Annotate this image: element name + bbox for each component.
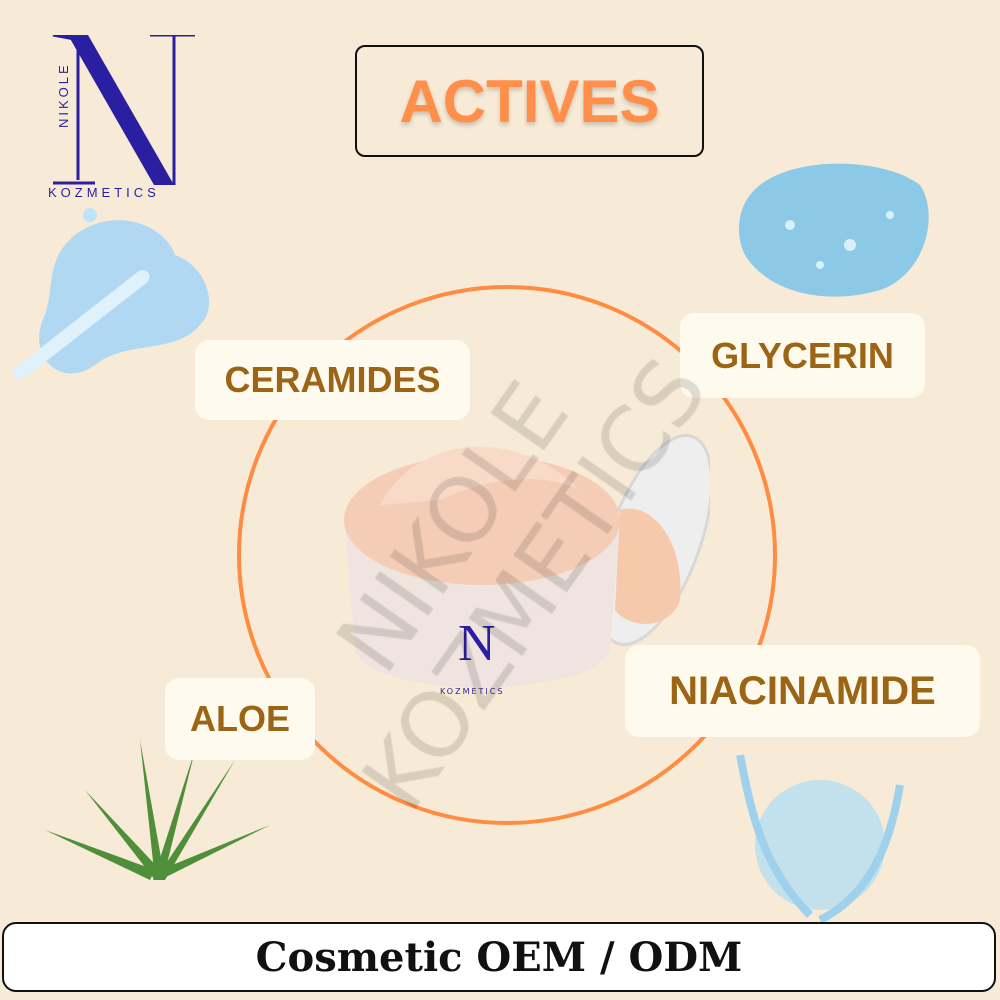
page-title: ACTIVES (399, 67, 660, 135)
title-box: ACTIVES (355, 45, 704, 157)
serum-dropper-image (12, 208, 210, 381)
label-ceramides: CERAMIDES (195, 340, 470, 420)
logo-bottom-text: KOZMETICS (48, 185, 160, 200)
label-glycerin: GLYCERIN (680, 313, 925, 398)
jar-logo: N (458, 615, 496, 672)
gel-blob-image (738, 163, 929, 297)
water-splash-image (736, 754, 904, 924)
jar-logo-text: KOZMETICS (440, 687, 504, 696)
logo-vertical-text: NIKOLE (56, 62, 71, 128)
label-aloe: ALOE (165, 678, 315, 760)
label-niacinamide: NIACINAMIDE (625, 645, 980, 737)
logo-n-icon (52, 35, 195, 185)
footer-banner: Cosmetic OEM / ODM (2, 922, 996, 992)
